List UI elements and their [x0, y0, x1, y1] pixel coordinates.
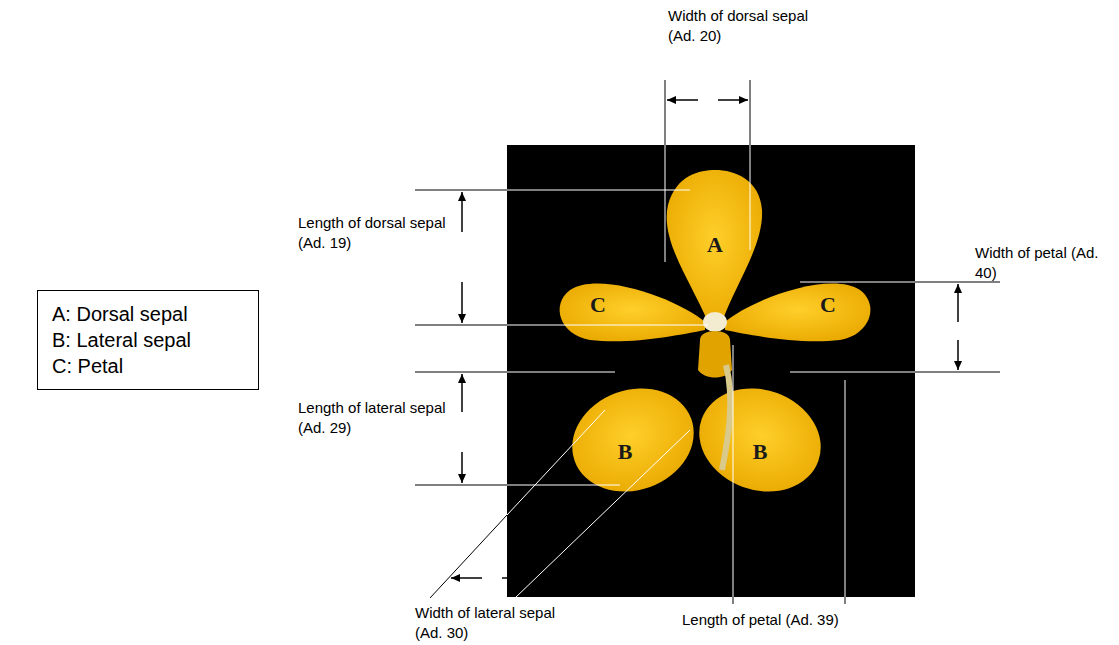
- part-letter: C: [820, 292, 836, 318]
- dimension-label: Width of dorsal sepal (Ad. 20): [668, 6, 813, 45]
- legend-entry: C: Petal: [52, 353, 244, 379]
- dimension-label: Length of petal (Ad. 39): [682, 610, 942, 630]
- part-letter: B: [753, 439, 768, 465]
- dimension-label: Width of lateral sepal (Ad. 30): [415, 603, 585, 642]
- legend-entry: B: Lateral sepal: [52, 327, 244, 353]
- dimension-label: Length of dorsal sepal (Ad. 19): [298, 213, 458, 252]
- dimension-label: Length of lateral sepal (Ad. 29): [298, 398, 458, 437]
- part-letter: C: [590, 292, 606, 318]
- legend-box: A: Dorsal sepalB: Lateral sepalC: Petal: [37, 290, 259, 390]
- dimension-label: Width of petal (Ad. 40): [975, 243, 1113, 282]
- legend-entry: A: Dorsal sepal: [52, 301, 244, 327]
- part-letter: A: [707, 232, 723, 258]
- part-letter: B: [618, 439, 633, 465]
